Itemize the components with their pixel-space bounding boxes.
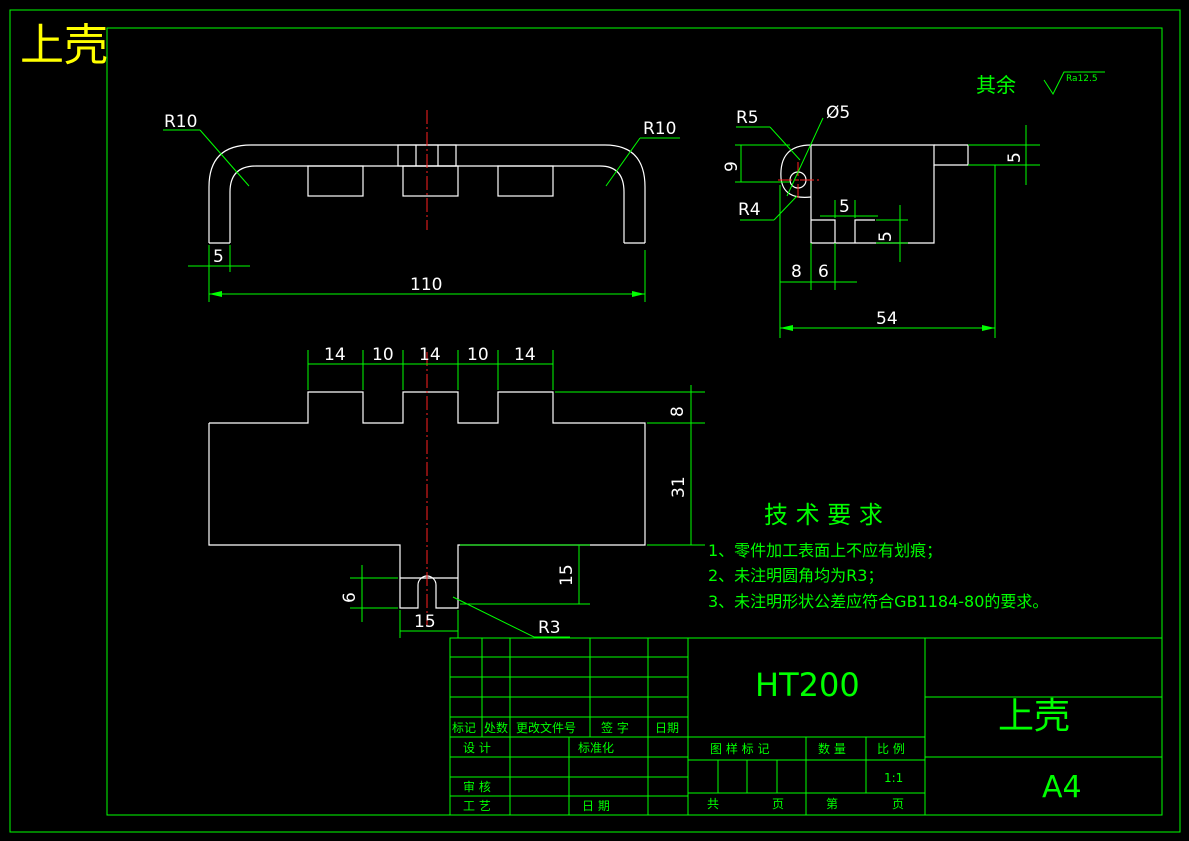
outer-frame [9,9,1181,833]
dim-nine: 9 [722,161,742,172]
tech-requirements: 技 术 要 求 1、零件加工表面上不应有划痕； 2、未注明圆角均为R3； 3、未… [708,501,1048,611]
dim-six: 6 [818,262,829,282]
lbl-page-unit2: 页 [892,797,904,811]
tech-item-2: 2、未注明圆角均为R3； [708,566,883,585]
part-name: 上壳 [998,696,1070,737]
tech-heading: 技 术 要 求 [764,501,883,529]
sheet-size: A4 [1042,770,1082,805]
tech-item-1: 1、零件加工表面上不应有划痕； [708,541,942,560]
dim-slot-5: 14 [514,345,536,365]
dim-length-110: 110 [410,275,442,295]
lbl-standard: 标准化 [578,741,614,755]
dim-length-54: 54 [876,309,898,329]
hdr-doc: 更改文件号 [516,720,576,735]
lbl-drawing-mark: 图 样 标 记 [710,741,769,756]
lbl-quantity: 数 量 [818,741,846,756]
dim-five-top: 5 [1005,152,1025,163]
dim-eight: 8 [791,262,802,282]
dim-slot-3: 14 [419,345,441,365]
dim-five-v: 5 [876,231,896,242]
dim-five-h: 5 [839,197,850,217]
tech-item-3: 3、未注明形状公差应符合GB1184-80的要求。 [708,592,1048,611]
dim-slot-2: 10 [372,345,394,365]
dim-r3: R3 [538,618,561,638]
material: HT200 [755,666,860,704]
dim-r5: R5 [736,108,759,128]
dim-r10-left: R10 [164,112,197,132]
hdr-mark: 标记 [452,721,476,735]
hdr-count: 处数 [484,720,508,735]
dim-front-31: 31 [669,476,689,498]
dim-r4: R4 [738,200,761,220]
hdr-date: 日期 [655,721,679,735]
scale-value: 1:1 [884,771,903,785]
top-view: R10 R10 5 110 [163,110,680,302]
lbl-date: 日 期 [582,799,610,813]
lbl-page-no: 第 [826,797,838,811]
front-view: 14 10 14 10 14 8 31 15 6 15 R3 [208,345,705,638]
dim-front-six: 6 [340,592,360,603]
dim-r10-right: R10 [643,119,676,139]
corner-title: 上壳 [20,20,108,71]
lbl-design: 设 计 [463,741,491,755]
hdr-sign: 签 字 [601,720,629,735]
roughness-value: Ra12.5 [1066,74,1098,84]
dim-front-eight: 8 [668,406,688,417]
dim-dia5: Ø5 [826,103,850,123]
dim-slot-1: 14 [324,345,346,365]
roughness-note: 其余 Ra12.5 [976,71,1105,97]
side-view: R5 Ø5 R4 9 5 5 5 8 6 [722,103,1040,338]
lbl-page-unit: 页 [772,797,784,811]
roughness-label: 其余 [976,73,1016,97]
lbl-total: 共 [707,797,719,811]
dim-front-15h: 15 [414,612,436,632]
lbl-process: 工 艺 [463,799,491,813]
lbl-ratio: 比 例 [877,742,905,756]
lbl-review: 审 核 [463,779,491,794]
title-block: HT200 上壳 A4 标记 处数 更改文件号 签 字 日期 设 计 标准化 审… [449,637,1163,816]
dim-front-15v: 15 [557,564,577,586]
dim-wall-5: 5 [213,247,224,267]
dim-slot-4: 10 [467,345,489,365]
